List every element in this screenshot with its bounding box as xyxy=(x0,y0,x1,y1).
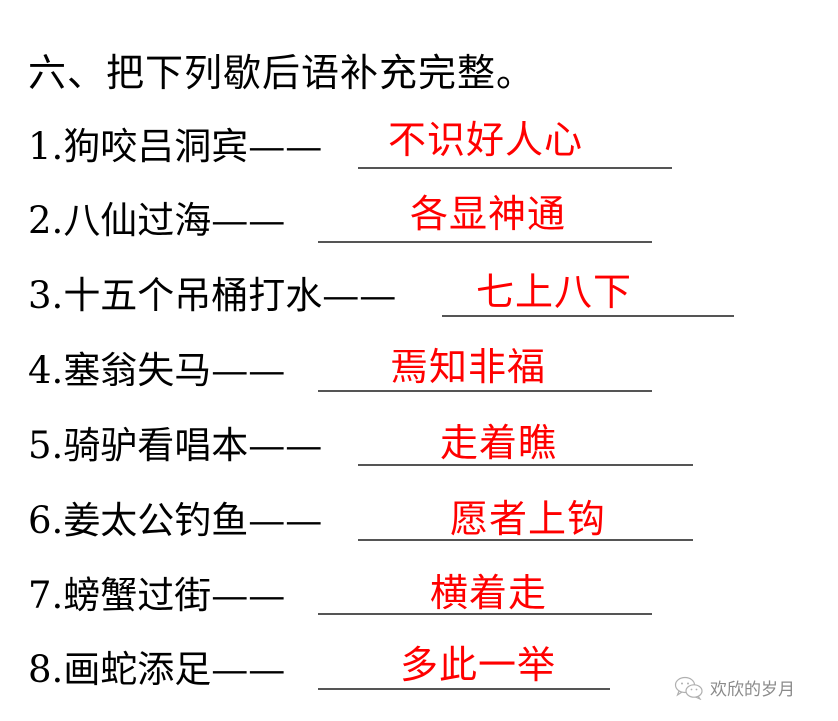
section-title: 六、把下列歇后语补充完整。 xyxy=(28,51,536,95)
question-number: 5. xyxy=(28,424,64,467)
question-number: 7. xyxy=(28,574,64,617)
answer-blank-8 xyxy=(318,688,610,690)
question-prompt: 塞翁失马—— xyxy=(63,349,286,392)
question-8: 8.画蛇添足—— xyxy=(28,648,285,692)
watermark-text: 欢欣的岁月 xyxy=(710,680,795,700)
question-prompt: 螃蟹过街—— xyxy=(63,574,286,617)
answer-blank-5 xyxy=(358,464,693,466)
answer-8: 多此一举 xyxy=(400,643,557,687)
question-3: 3.十五个吊桶打水—— xyxy=(28,274,396,318)
question-7: 7.螃蟹过街—— xyxy=(28,574,285,618)
answer-4: 焉知非福 xyxy=(390,345,547,389)
question-prompt: 骑驴看唱本—— xyxy=(63,424,323,467)
answer-2: 各显神通 xyxy=(410,192,567,236)
question-prompt: 十五个吊桶打水—— xyxy=(63,274,397,317)
question-2: 2.八仙过海—— xyxy=(28,199,285,243)
question-number: 4. xyxy=(28,349,64,392)
question-number: 1. xyxy=(28,125,64,168)
answer-blank-1 xyxy=(358,167,672,169)
answer-6: 愿者上钩 xyxy=(450,497,607,541)
answer-blank-7 xyxy=(318,613,652,615)
question-4: 4.塞翁失马—— xyxy=(28,349,285,393)
answer-blank-3 xyxy=(442,315,734,317)
question-prompt: 狗咬吕洞宾—— xyxy=(63,125,323,168)
question-5: 5.骑驴看唱本—— xyxy=(28,424,322,468)
question-number: 8. xyxy=(28,648,64,691)
question-number: 3. xyxy=(28,274,64,317)
question-6: 6.姜太公钓鱼—— xyxy=(28,499,322,543)
question-1: 1.狗咬吕洞宾—— xyxy=(28,125,322,169)
answer-5: 走着瞧 xyxy=(440,421,558,465)
answer-1: 不识好人心 xyxy=(388,118,584,162)
answer-blank-6 xyxy=(358,539,693,541)
answer-blank-4 xyxy=(318,390,652,392)
answer-3: 七上八下 xyxy=(476,270,633,314)
answer-blank-2 xyxy=(318,241,652,243)
answer-7: 横着走 xyxy=(430,571,548,615)
wechat-icon xyxy=(674,676,704,700)
question-prompt: 姜太公钓鱼—— xyxy=(63,499,323,542)
question-prompt: 画蛇添足—— xyxy=(63,648,286,691)
question-number: 2. xyxy=(28,199,64,242)
watermark: 欢欣的岁月 xyxy=(674,675,795,700)
question-number: 6. xyxy=(28,499,64,542)
question-prompt: 八仙过海—— xyxy=(63,199,286,242)
